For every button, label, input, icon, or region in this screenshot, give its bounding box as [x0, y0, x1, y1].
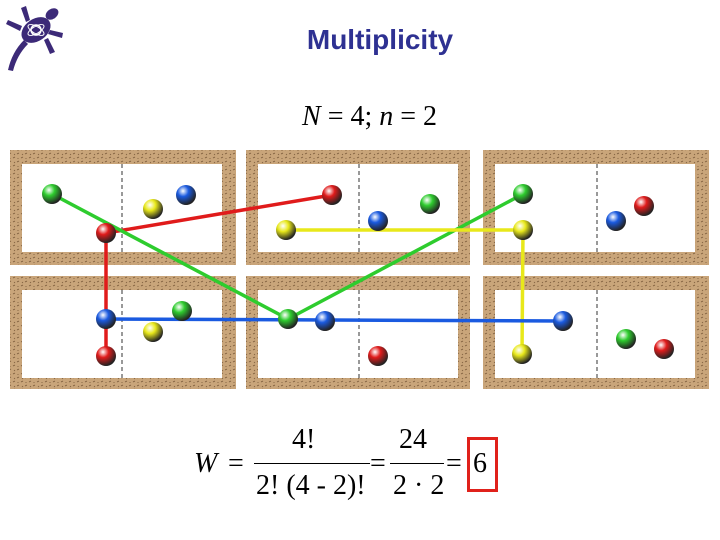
equals-sign-3: = — [446, 448, 462, 480]
result-highlight-box — [467, 437, 498, 492]
blue-ball — [606, 211, 626, 231]
green-ball — [616, 329, 636, 349]
blue-ball — [176, 185, 196, 205]
numerator-2: 24 — [399, 424, 427, 456]
yellow-ball — [143, 322, 163, 342]
numerator-1: 4! — [292, 424, 315, 456]
w-symbol: W — [194, 448, 217, 480]
green-ball — [278, 309, 298, 329]
yellow-ball — [512, 344, 532, 364]
yellow-ball — [513, 220, 533, 240]
blue-ball — [553, 311, 573, 331]
green-ball — [172, 301, 192, 321]
fraction-bar-2 — [390, 463, 444, 464]
fraction-bar-1 — [254, 463, 370, 464]
blue-ball — [315, 311, 335, 331]
denominator-1: 2! (4 - 2)! — [256, 470, 366, 502]
green-ball — [513, 184, 533, 204]
box-interior — [258, 290, 458, 378]
red-ball — [368, 346, 388, 366]
red-ball — [96, 346, 116, 366]
green-ball — [42, 184, 62, 204]
yellow-ball — [276, 220, 296, 240]
blue-ball — [368, 211, 388, 231]
denominator-2: 2 · 2 — [393, 470, 444, 502]
red-ball — [654, 339, 674, 359]
yellow-ball — [143, 199, 163, 219]
red-ball — [322, 185, 342, 205]
blue-ball — [96, 309, 116, 329]
equals-sign-2: = — [370, 448, 386, 480]
multiplicity-equation: W = 4! 2! (4 - 2)! = 24 2 · 2 = 6 — [192, 422, 512, 512]
green-ball — [420, 194, 440, 214]
red-ball — [634, 196, 654, 216]
equals-sign-1: = — [228, 448, 244, 480]
red-ball — [96, 223, 116, 243]
box-interior — [495, 290, 695, 378]
